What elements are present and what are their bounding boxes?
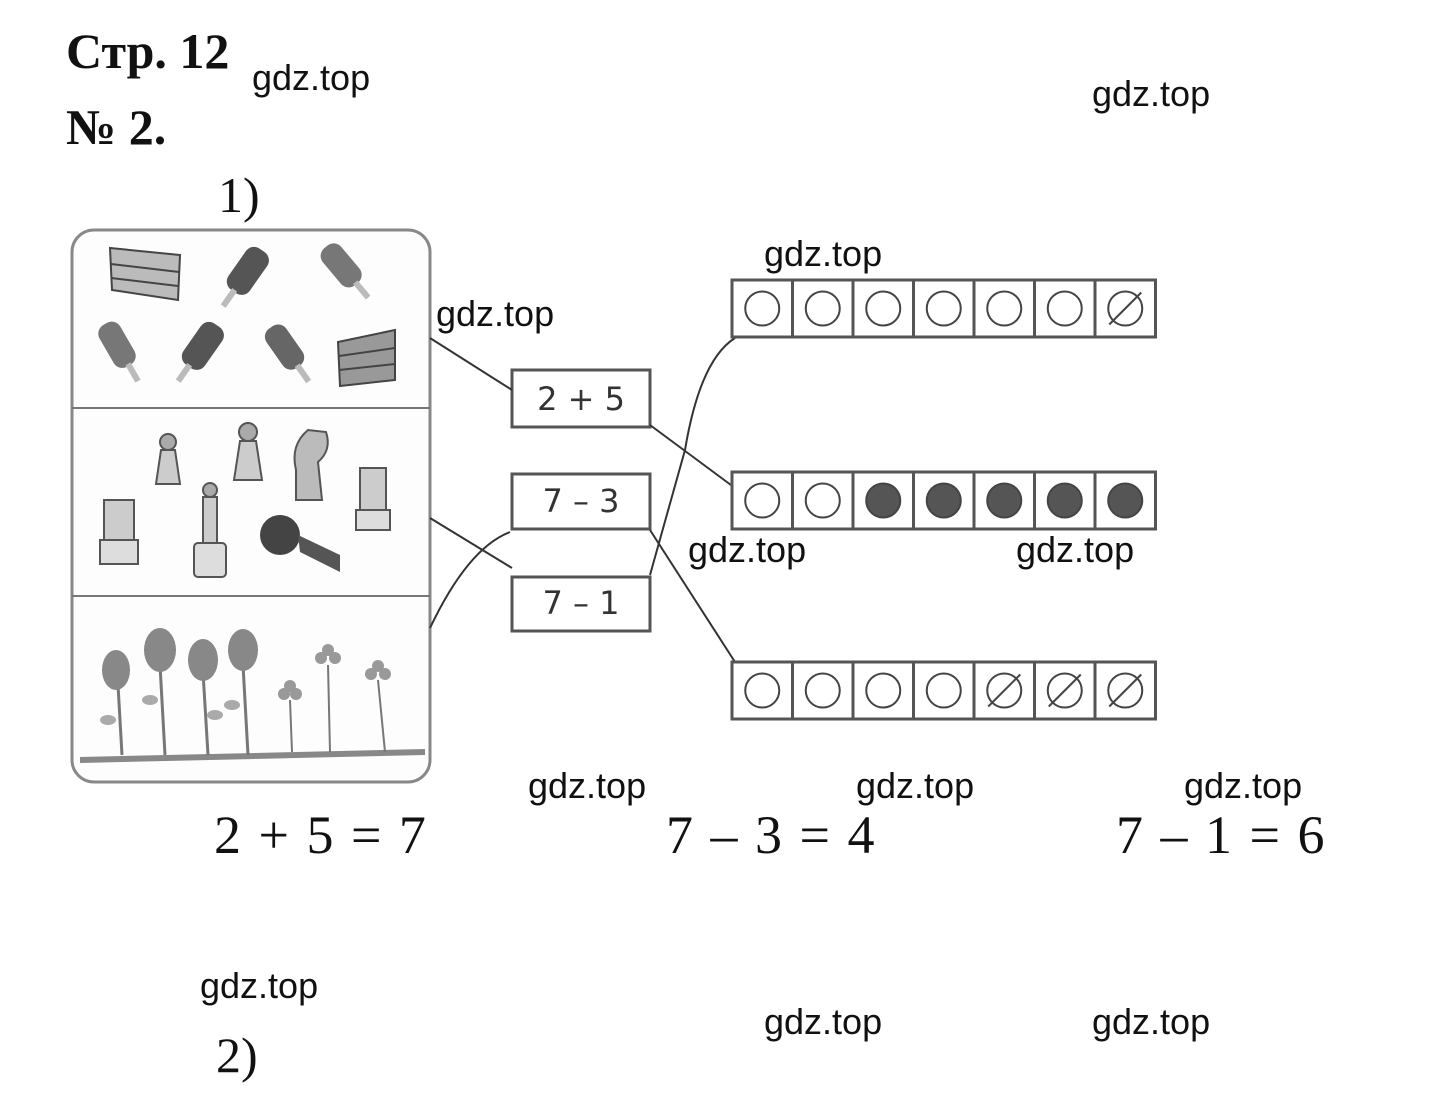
filled-circle [865, 482, 902, 519]
ice-cream-icon [264, 324, 312, 384]
expression-1: 2 + 5 [537, 380, 625, 418]
connector-flowers [429, 531, 511, 629]
tulip-icon [100, 650, 130, 756]
answer-equation-1: 2 + 5 = 7 [214, 805, 428, 865]
answer-equation-2: 7 – 3 = 4 [666, 805, 877, 865]
empty-circle [1046, 290, 1083, 327]
cake-icon [108, 246, 182, 302]
filled-circle [925, 482, 962, 519]
chess-group [99, 422, 391, 578]
pawn-icon [154, 433, 182, 485]
tulip-icon [188, 639, 223, 756]
cross-line [987, 673, 1021, 708]
empty-circle [804, 290, 841, 327]
empty-circle [744, 482, 781, 519]
ice-cream-icon [175, 321, 224, 383]
ice-cream-icon [320, 243, 371, 300]
filled-circle [1107, 482, 1144, 519]
clover-icon [365, 660, 391, 753]
expression-box-3: 7 – 1 [510, 575, 652, 633]
circle-row-1 [730, 278, 1157, 339]
queen-icon [193, 482, 227, 578]
empty-circle [744, 290, 781, 327]
expression-2: 7 – 3 [542, 482, 619, 520]
watermark: gdz.top [688, 529, 807, 570]
part-label-2: 2) [216, 1027, 258, 1083]
cross-line [1048, 673, 1082, 708]
watermark: gdz.top [436, 293, 555, 334]
watermark: gdz.top [1092, 1001, 1211, 1042]
empty-circle [986, 290, 1023, 327]
rook-icon [99, 499, 139, 565]
connection-lines [429, 337, 736, 663]
empty-circle [804, 672, 841, 709]
cake-icon [336, 328, 396, 388]
empty-circle [865, 672, 902, 709]
connector-expr1 [649, 424, 736, 489]
expression-box-1: 2 + 5 [510, 368, 652, 429]
pawn-icon [232, 422, 264, 481]
pawn-lying-icon [260, 515, 340, 572]
cross-line [1108, 291, 1142, 326]
watermark: gdz.top [528, 765, 647, 806]
answer-equation-3: 7 – 1 = 6 [1116, 805, 1327, 865]
flowers-group [79, 628, 426, 763]
exercise-figure: 2 + 5 7 – 3 7 – 1 [70, 228, 1157, 784]
empty-circle [804, 482, 841, 519]
watermark: gdz.top [764, 1001, 883, 1042]
watermark: gdz.top [1016, 529, 1135, 570]
watermark: gdz.top [200, 965, 319, 1006]
empty-circle [744, 672, 781, 709]
circle-cell [851, 470, 915, 531]
page-number: Стр. 12 [66, 23, 230, 79]
connector-sweets [429, 337, 513, 391]
tulip-icon [224, 629, 258, 756]
connector-expr3 [649, 337, 736, 576]
expression-box-2: 7 – 3 [510, 472, 652, 531]
part-label-1: 1) [218, 167, 260, 223]
watermark: gdz.top [1092, 73, 1211, 114]
knight-icon [293, 428, 329, 501]
circle-row-3 [730, 660, 1157, 721]
clover-icon [315, 644, 341, 753]
task-number: № 2. [66, 99, 167, 155]
circle-row-2 [730, 470, 1157, 531]
empty-circle [865, 290, 902, 327]
connector-expr2 [649, 529, 736, 663]
rook-icon [355, 467, 391, 531]
watermark: gdz.top [856, 765, 975, 806]
empty-circle [925, 672, 962, 709]
filled-circle [1046, 482, 1083, 519]
connector-chess [429, 517, 513, 569]
ice-cream-icon [98, 321, 141, 383]
tulip-icon [142, 628, 176, 756]
circle-cell [1093, 278, 1157, 339]
ice-cream-icon [220, 246, 269, 308]
cross-line [1108, 673, 1142, 708]
watermark: gdz.top [764, 233, 883, 274]
sweets-group [98, 243, 396, 388]
empty-circle [925, 290, 962, 327]
expression-3: 7 – 1 [542, 584, 619, 622]
watermark: gdz.top [252, 57, 371, 98]
filled-circle [986, 482, 1023, 519]
watermark: gdz.top [1184, 765, 1303, 806]
clover-icon [278, 680, 302, 753]
